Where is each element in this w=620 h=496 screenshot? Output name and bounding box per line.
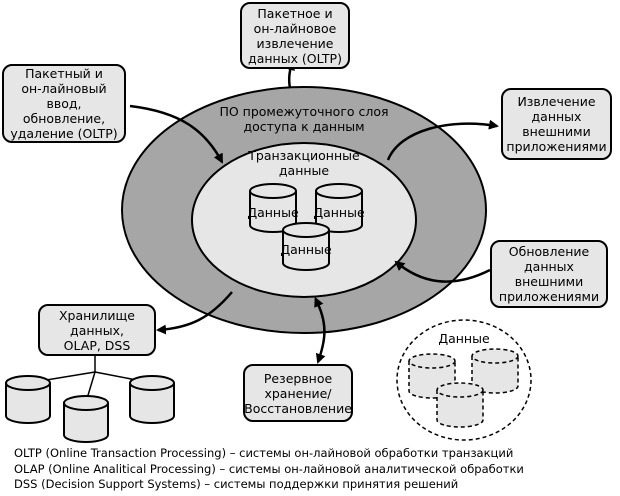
legend-dss: DSS (Decision Support Systems) – системы… (14, 477, 459, 491)
database-cylinder (282, 222, 330, 271)
arrow-backup (314, 296, 326, 364)
warehouse-box: Хранилище данных, OLAP, DSS (38, 304, 156, 356)
legend-oltp: OLTP (Online Transaction Processing) – с… (14, 446, 514, 460)
database-cylinder (129, 375, 175, 424)
database-cylinder (63, 395, 109, 443)
database-label: Данные (247, 205, 299, 220)
transactional-data-label: Транзакционные данные (248, 148, 360, 178)
database-cylinder (5, 375, 51, 424)
batch-extract-box: Пакетное и он-лайновое извлечение данных… (240, 2, 350, 69)
external-database-cylinder (436, 382, 484, 428)
backup-box: Резервное хранение/ Восстановление (243, 364, 353, 422)
batch-input-box: Пакетный и он-лайновый ввод, обновление,… (2, 64, 126, 143)
external-extract-box: Извлечение данных внешними приложениями (501, 88, 612, 160)
arrow-warehouse (156, 291, 233, 335)
external-data-group-label: Данные (438, 331, 490, 346)
arrow-external-extract (386, 119, 499, 161)
legend: OLTP (Online Transaction Processing) – с… (14, 446, 524, 493)
legend-olap: OLAP (Online Analitical Processing) – си… (14, 461, 524, 476)
arrow-external-update (394, 260, 491, 283)
external-update-box: Обновление данных внешними приложениями (490, 240, 608, 308)
database-label: Данные (313, 205, 365, 220)
arrow-batch-input (129, 104, 224, 164)
external-database-cylinder (471, 348, 519, 394)
middleware-label: ПО промежуточного слоя доступа к данным (219, 104, 389, 134)
transactional-core (191, 142, 417, 298)
database-label: Данные (280, 242, 332, 257)
external-data-group (396, 319, 532, 441)
